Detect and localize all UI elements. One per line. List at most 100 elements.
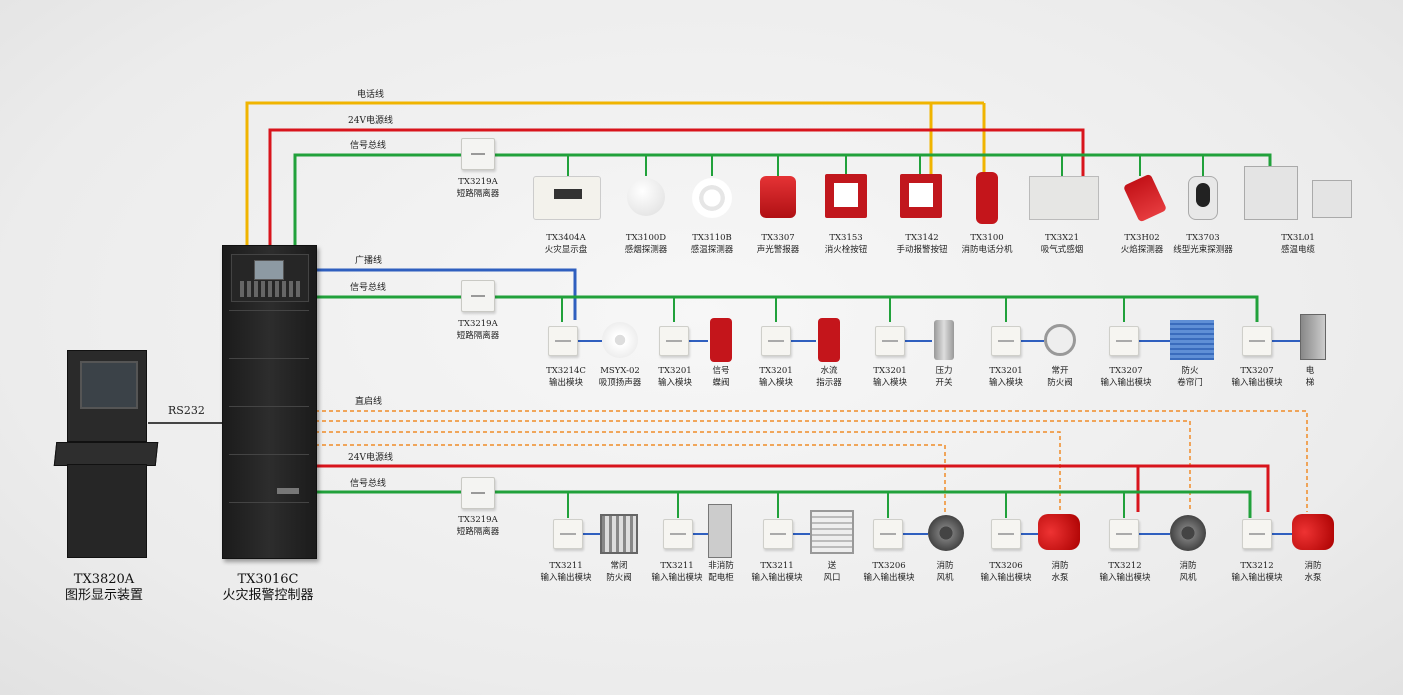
signal-bus-1-drops xyxy=(567,155,1204,176)
row3-caption-8: 消防风机 xyxy=(936,561,954,583)
graphic-display-terminal xyxy=(53,350,159,558)
hydrant-button-icon xyxy=(825,174,867,218)
direct-start-lines xyxy=(315,410,1308,512)
power-line-bottom-label: 24V电源线 xyxy=(348,453,393,463)
power-line-top-label: 24V电源线 xyxy=(348,116,393,126)
row2-caption-8: 压力开关 xyxy=(935,366,953,388)
pump-icon-1 xyxy=(1038,514,1080,550)
phone-line-label: 电话线 xyxy=(357,90,385,100)
flow-indicator-icon xyxy=(818,318,840,362)
io-module-icon-r3-1 xyxy=(553,519,583,549)
pump-icon-2 xyxy=(1292,514,1334,550)
fire-shutter-icon xyxy=(1170,320,1214,360)
isolator-3 xyxy=(461,477,495,509)
row2-caption-14: 电梯 xyxy=(1305,366,1315,388)
row3-caption-4: 非消防配电柜 xyxy=(708,561,734,583)
io-module-icon-r3-2 xyxy=(663,519,693,549)
signal-bus-3-label: 信号总线 xyxy=(350,479,387,489)
io-module-icon-r3-3 xyxy=(763,519,793,549)
manual-call-point-icon xyxy=(900,174,942,218)
output-module-icon xyxy=(548,326,578,356)
fire-alarm-controller xyxy=(222,245,317,559)
butterfly-valve-icon xyxy=(710,318,732,362)
beam-detector-icon xyxy=(1188,176,1218,220)
row2-caption-4: 信号蝶阀 xyxy=(712,366,730,388)
row2-caption-10: 常开防火阀 xyxy=(1047,366,1073,388)
fan-icon-2 xyxy=(1170,515,1206,551)
input-module-icon-4 xyxy=(991,326,1021,356)
power-line-top xyxy=(268,128,1085,245)
fire-telephone-icon xyxy=(976,172,998,224)
input-module-icon-1 xyxy=(659,326,689,356)
signal-bus-2 xyxy=(315,295,1259,322)
distribution-cabinet-icon xyxy=(708,504,732,558)
signal-bus-1 xyxy=(293,153,1272,245)
signal-bus-3-drops xyxy=(567,492,1125,518)
row3-caption-6: 送风口 xyxy=(823,561,841,583)
power-line-bottom xyxy=(315,464,1270,512)
elevator-icon xyxy=(1300,314,1326,360)
air-vent-icon xyxy=(810,510,854,554)
fan-icon-1 xyxy=(928,515,964,551)
io-module-icon-r3-5 xyxy=(991,519,1021,549)
row2-caption-6: 水流指示器 xyxy=(816,366,842,388)
aspirating-smoke-icon xyxy=(1029,176,1099,220)
input-module-icon-2 xyxy=(761,326,791,356)
broadcast-line-label: 广播线 xyxy=(355,256,383,266)
strobe-siren-icon xyxy=(760,176,796,218)
isolator-2 xyxy=(461,280,495,312)
isolator-1 xyxy=(461,138,495,170)
signal-bus-1-label: 信号总线 xyxy=(350,141,387,151)
signal-bus-2-label: 信号总线 xyxy=(350,283,387,293)
io-module-icon-r2-1 xyxy=(1109,326,1139,356)
signal-bus-2-drops xyxy=(561,297,1125,322)
smoke-detector-icon xyxy=(627,178,665,216)
io-module-icon-r3-4 xyxy=(873,519,903,549)
rs232-label: RS232 xyxy=(168,404,205,417)
pressure-switch-icon xyxy=(934,320,954,360)
io-module-icon-r3-7 xyxy=(1242,519,1272,549)
closed-damper-icon xyxy=(600,514,638,554)
input-module-icon-3 xyxy=(875,326,905,356)
row3-caption-12: 消防风机 xyxy=(1179,561,1197,583)
direct-start-label: 直启线 xyxy=(355,397,383,407)
phone-line xyxy=(245,101,933,245)
fire-damper-icon xyxy=(1044,324,1076,356)
row3-caption-14: 消防水泵 xyxy=(1304,561,1322,583)
ceiling-speaker-icon xyxy=(602,322,638,358)
row3-caption-2: 常闭防火阀 xyxy=(606,561,632,583)
io-module-icon-r2-2 xyxy=(1242,326,1272,356)
heat-cable-icon-2 xyxy=(1312,180,1352,218)
